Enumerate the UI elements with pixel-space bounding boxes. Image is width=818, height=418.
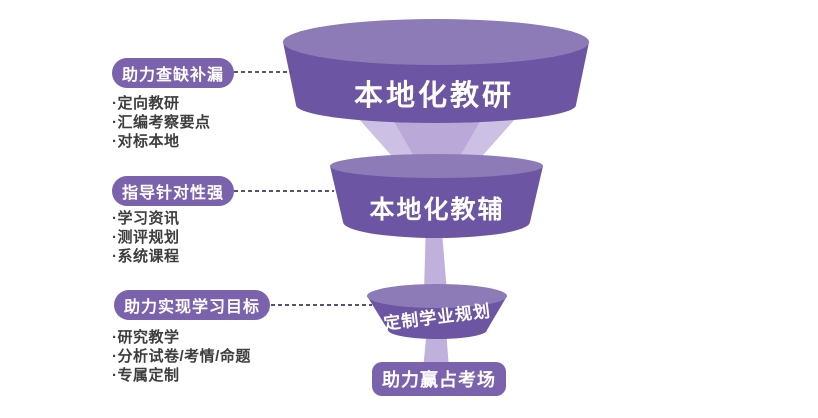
bullet-item: ·测评规划 <box>112 229 180 246</box>
section1-title-box: 助力查缺补漏 <box>112 58 234 88</box>
bullet-item: ·专属定制 <box>112 367 180 384</box>
funnel-tier2-label: 本地化教辅 <box>369 196 505 224</box>
section3-bullet-list: ·研究教学 ·分析试卷/考情/命题 ·专属定制 <box>112 328 251 385</box>
section2-bullet-list: ·学习资讯 ·测评规划 ·系统课程 <box>112 209 180 266</box>
connector-line-2 <box>234 190 334 192</box>
bullet-item: ·汇编考察要点 <box>112 114 211 131</box>
bullet-item: ·系统课程 <box>112 248 180 265</box>
funnel-tier1-label: 本地化教研 <box>353 80 514 112</box>
funnel-tier3-top-ellipse <box>367 284 507 308</box>
connector-line-3 <box>271 304 372 306</box>
bullet-item: ·学习资讯 <box>112 210 180 227</box>
funnel-tier2-top-ellipse <box>330 154 543 178</box>
funnel-bottom-box: 助力赢占考场 <box>372 362 506 396</box>
funnel-stem-upper <box>424 220 447 292</box>
connector-line-1 <box>234 71 292 73</box>
bullet-item: ·对标本地 <box>112 133 180 150</box>
section1-bullet-list: ·定向教研 ·汇编考察要点 ·对标本地 <box>112 94 211 151</box>
section3-title-box: 助力实现学习目标 <box>114 290 270 320</box>
funnel-tier2-band <box>330 166 543 222</box>
funnel-tier1-bottom-ellipse <box>296 87 576 123</box>
funnel-tier1-top-ellipse <box>283 19 589 65</box>
bullet-item: ·分析试卷/考情/命题 <box>112 348 251 365</box>
funnel-tier2-bottom-ellipse <box>343 206 530 238</box>
section2-title-box: 指导针对性强 <box>112 176 234 206</box>
funnel-tier3-bottom-ellipse <box>388 321 487 339</box>
bullet-item: ·研究教学 <box>112 329 180 346</box>
bullet-item: ·定向教研 <box>112 95 180 112</box>
